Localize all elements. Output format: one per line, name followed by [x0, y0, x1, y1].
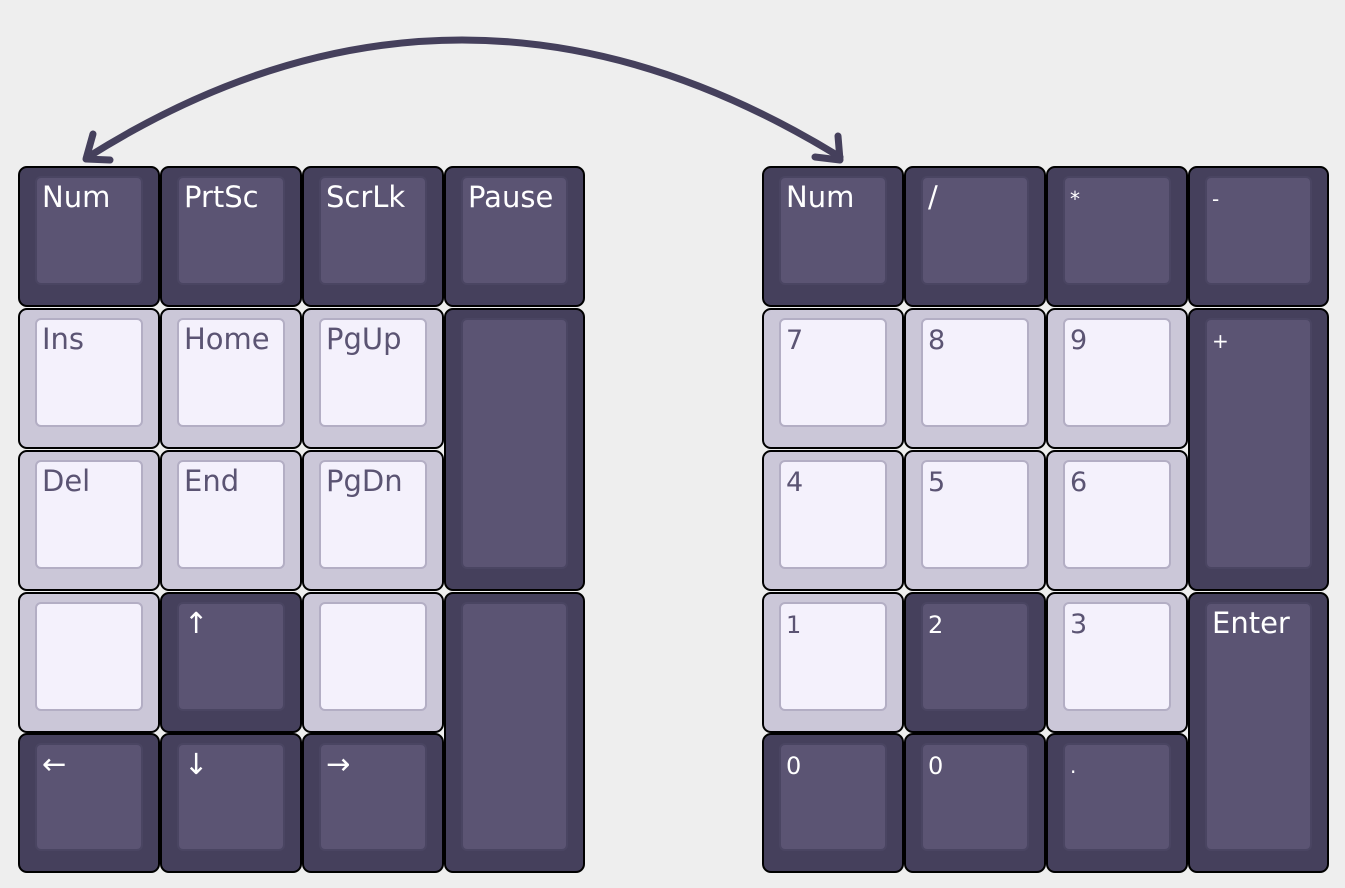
key-legend: Num — [786, 180, 855, 214]
home-key[interactable]: Home — [160, 308, 302, 449]
key-legend: / — [928, 180, 938, 214]
arrow-down-key[interactable]: ↓ — [160, 733, 302, 873]
blank-key-left[interactable] — [18, 592, 160, 733]
key-legend: PgDn — [326, 464, 403, 498]
del-key[interactable]: Del — [18, 450, 160, 591]
end-key[interactable]: End — [160, 450, 302, 591]
divide-key[interactable]: / — [904, 166, 1046, 307]
arrow-curve — [84, 36, 844, 161]
arrow-right-key[interactable]: → — [302, 733, 444, 873]
blank-tall-key-lower[interactable] — [444, 592, 585, 873]
key-legend: 9 — [1070, 325, 1088, 356]
plus-key[interactable]: + — [1188, 308, 1329, 591]
key-legend: Del — [42, 464, 91, 498]
key-legend: 1 — [786, 611, 802, 639]
arrow-up-key[interactable]: ↑ — [160, 592, 302, 733]
key-legend: PgUp — [326, 322, 402, 356]
key-legend: - — [1212, 187, 1220, 211]
ins-key[interactable]: Ins — [18, 308, 160, 449]
zero-key-a[interactable]: 0 — [762, 733, 904, 873]
key-legend: Num — [42, 180, 111, 214]
key-legend: 5 — [928, 467, 946, 498]
arrow-head-left — [82, 130, 114, 164]
zero-key-b[interactable]: 0 — [904, 733, 1046, 873]
enter-key[interactable]: Enter — [1188, 592, 1329, 873]
key-legend: Enter — [1212, 606, 1290, 640]
key-legend: + — [1212, 329, 1229, 353]
key-legend: Ins — [42, 322, 85, 356]
blank-tall-key-upper[interactable] — [444, 308, 585, 591]
pause-key[interactable]: Pause — [444, 166, 585, 307]
key-legend: 4 — [786, 467, 804, 498]
num-key-right[interactable]: Num — [762, 166, 904, 307]
one-key[interactable]: 1 — [762, 592, 904, 733]
key-legend: 3 — [1070, 609, 1088, 640]
key-legend: Pause — [468, 180, 554, 214]
key-legend: 6 — [1070, 467, 1088, 498]
prtsc-key[interactable]: PrtSc — [160, 166, 302, 307]
six-key[interactable]: 6 — [1046, 450, 1188, 591]
num-key-left[interactable]: Num — [18, 166, 160, 307]
multiply-key[interactable]: * — [1046, 166, 1188, 307]
three-key[interactable]: 3 — [1046, 592, 1188, 733]
decimal-key[interactable]: . — [1046, 733, 1188, 873]
pgup-key[interactable]: PgUp — [302, 308, 444, 449]
pgdn-key[interactable]: PgDn — [302, 450, 444, 591]
key-legend: 0 — [928, 752, 944, 780]
five-key[interactable]: 5 — [904, 450, 1046, 591]
minus-key[interactable]: - — [1188, 166, 1329, 307]
arrow-left-icon: ← — [42, 747, 67, 781]
key-legend: . — [1070, 754, 1077, 778]
key-legend: ScrLk — [326, 180, 406, 214]
key-legend: 7 — [786, 325, 804, 356]
arrow-right-icon: → — [326, 747, 351, 781]
arrow-left-key[interactable]: ← — [18, 733, 160, 873]
two-key[interactable]: 2 — [904, 592, 1046, 733]
eight-key[interactable]: 8 — [904, 308, 1046, 449]
key-legend: * — [1070, 187, 1080, 211]
scrlk-key[interactable]: ScrLk — [302, 166, 444, 307]
arrow-up-icon: ↑ — [184, 606, 209, 640]
blank-key-right[interactable] — [302, 592, 444, 733]
four-key[interactable]: 4 — [762, 450, 904, 591]
key-legend: 0 — [786, 752, 802, 780]
key-legend: Home — [184, 322, 270, 356]
seven-key[interactable]: 7 — [762, 308, 904, 449]
key-legend: 8 — [928, 325, 946, 356]
arrow-down-icon: ↓ — [184, 747, 209, 781]
key-legend: End — [184, 464, 240, 498]
key-legend: 2 — [928, 611, 944, 639]
nine-key[interactable]: 9 — [1046, 308, 1188, 449]
key-legend: PrtSc — [184, 180, 259, 214]
arrow-head-right — [811, 132, 844, 164]
